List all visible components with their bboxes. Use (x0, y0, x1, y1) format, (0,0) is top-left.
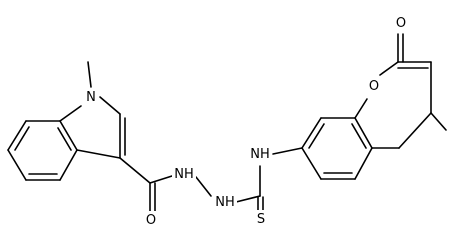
bonds-hydrazide-linker (119, 147, 303, 214)
bonds-coumarin-pyrone (354, 33, 447, 149)
atom-label-lactone-o: O (393, 13, 409, 31)
svg-text:O: O (369, 79, 379, 94)
atom-label-indole-n: N (84, 88, 98, 105)
svg-text:S: S (257, 212, 265, 227)
atom-label-thioamide-nh: NH (248, 145, 272, 162)
atom-label-ring-o: O (366, 76, 382, 94)
svg-text:NH: NH (250, 147, 270, 162)
svg-text:NH: NH (215, 195, 235, 210)
bonds-indole-benzene (7, 120, 78, 181)
atom-label-thione-s: S (254, 210, 268, 227)
structure-canvas: N O NH NH NH S O O (7, 13, 447, 228)
atom-label-hydrazide-nh-2: NH (213, 193, 237, 210)
bonds-indole-pyrrole (59, 61, 126, 159)
svg-text:NH: NH (174, 167, 194, 182)
svg-text:N: N (86, 90, 96, 105)
svg-text:O: O (396, 16, 406, 31)
atom-label-hydrazide-nh-1: NH (172, 165, 196, 182)
atom-label-amide-o: O (143, 211, 159, 228)
svg-text:O: O (146, 213, 156, 228)
bonds-coumarin-benzene (301, 117, 373, 180)
